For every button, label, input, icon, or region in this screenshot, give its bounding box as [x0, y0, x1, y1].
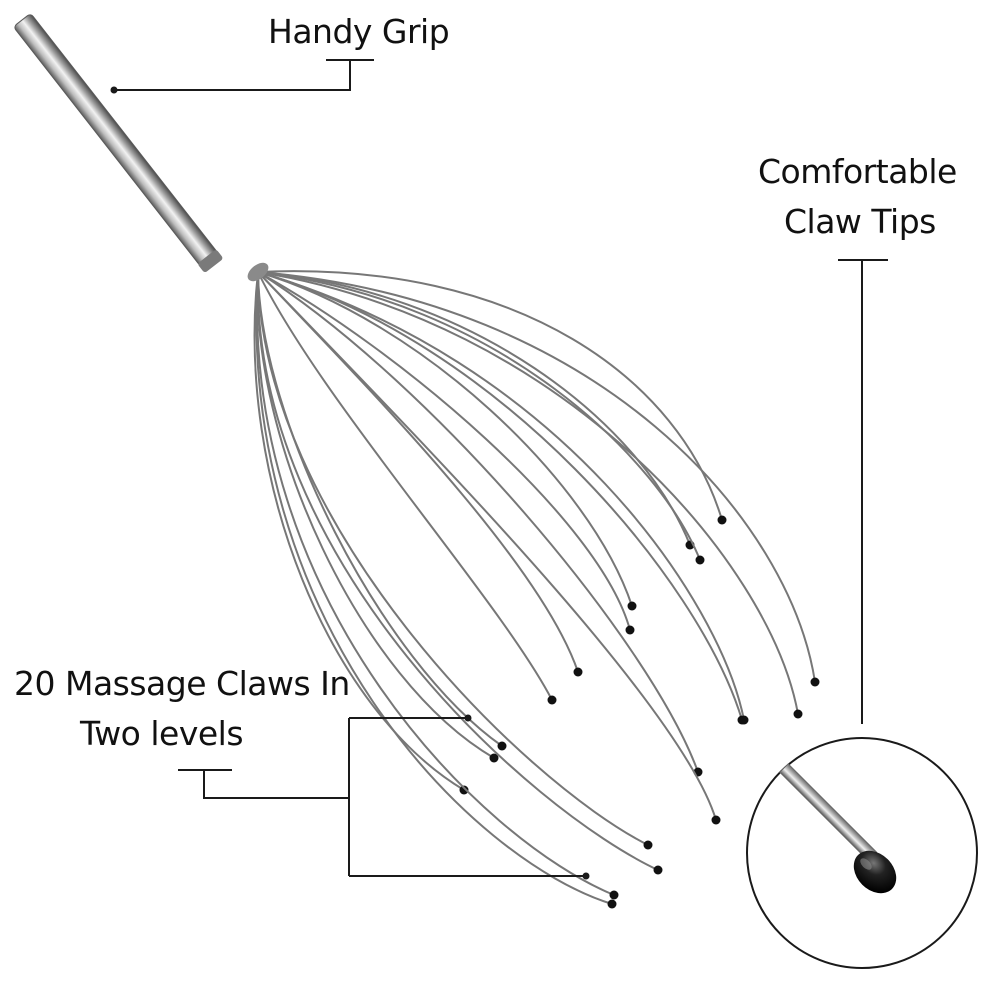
handle [14, 14, 223, 273]
massage-claws-callout [178, 714, 590, 880]
claw-wire [257, 271, 743, 721]
claw-ball-tip [711, 815, 721, 825]
claw-ball-tip [643, 840, 653, 850]
claw-wire [253, 271, 465, 791]
claw-wire [256, 271, 659, 871]
claw-wire [257, 271, 691, 546]
claw-wire [256, 271, 615, 896]
claw-wire [257, 271, 699, 773]
claw-wire [257, 271, 799, 715]
claw-ball-tip [793, 709, 803, 719]
massage-claws [247, 262, 820, 909]
handy-grip-callout [110, 59, 374, 94]
claw-ball-tip [547, 695, 557, 705]
wire-collar [247, 262, 269, 282]
claw-wire [255, 271, 613, 905]
claw-ball-tip [739, 715, 749, 725]
claw-ball-tip [625, 625, 635, 635]
claw-tip-icon [779, 763, 897, 894]
claw-ball-tip [810, 677, 820, 687]
claw-wire [257, 271, 816, 683]
claw-ball-tip [573, 667, 583, 677]
claw-ball-tip [627, 601, 637, 611]
claw-wire [257, 271, 503, 747]
claw-ball-tip [609, 890, 619, 900]
claw-ball-tip [459, 785, 469, 795]
claw-wire [257, 271, 701, 561]
claw-ball-tip [653, 865, 663, 875]
claw-ball-tip [607, 899, 617, 909]
claw-wire [257, 271, 631, 631]
handy-grip-label: Handy Grip [268, 12, 450, 51]
massage-claws-label-line1: 20 Massage Claws In [14, 664, 350, 703]
claw-ball-tip [497, 741, 507, 751]
claw-ball-tip [717, 515, 727, 525]
claw-wire [257, 271, 717, 821]
massage-claws-label-line2: Two levels [80, 714, 244, 753]
claw-tips-label-line2: Claw Tips [784, 202, 936, 241]
claw-tip-detail [746, 737, 978, 969]
claw-wire [257, 270, 723, 521]
claw-tips-label-line1: Comfortable [758, 152, 957, 191]
claw-wire [257, 271, 649, 846]
claw-tips-callout [838, 259, 888, 724]
claw-ball-tip [695, 555, 705, 565]
claw-wire [257, 271, 633, 607]
claw-wire [257, 271, 745, 721]
claw-wire [257, 271, 553, 701]
claw-ball-tip [489, 753, 499, 763]
